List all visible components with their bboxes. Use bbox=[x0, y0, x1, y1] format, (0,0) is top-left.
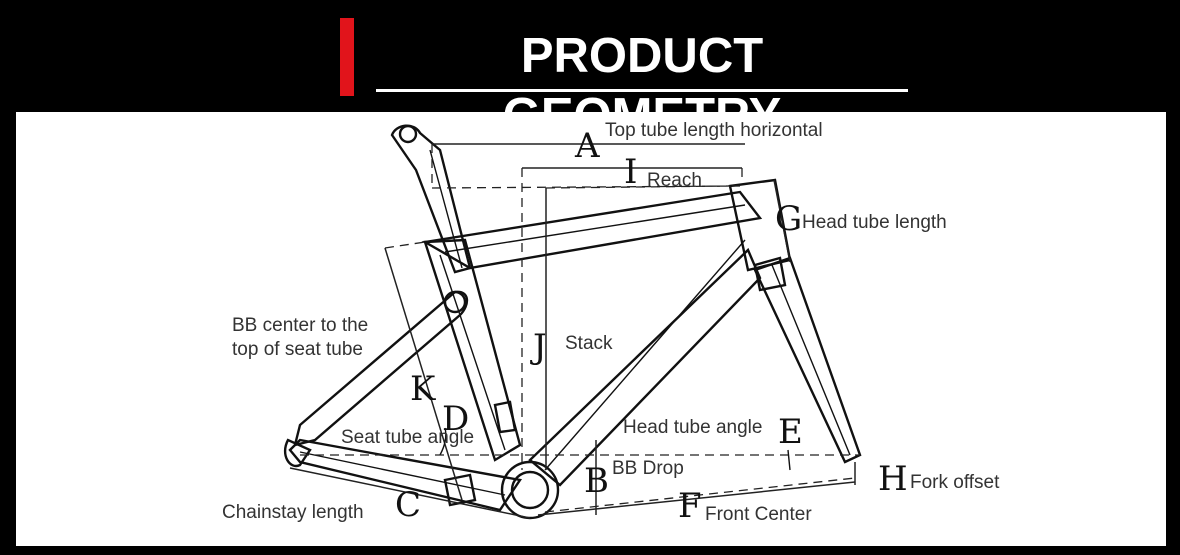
letter-d: D bbox=[442, 399, 469, 439]
letter-j: J bbox=[530, 327, 547, 367]
label-head-tube-angle: Head tube angle bbox=[623, 417, 762, 438]
letter-a: A bbox=[574, 126, 600, 166]
label-seat-tube-angle: Seat tube angle bbox=[341, 427, 474, 448]
label-chainstay: Chainstay length bbox=[222, 502, 364, 523]
letter-g: G bbox=[775, 199, 802, 239]
label-bb-center-line2: top of seat tube bbox=[232, 339, 363, 360]
title-underline bbox=[376, 89, 908, 92]
label-top-tube: Top tube length horizontal bbox=[605, 120, 823, 141]
label-reach: Reach bbox=[647, 170, 702, 191]
letter-f: F bbox=[678, 486, 702, 526]
label-fork-offset: Fork offset bbox=[910, 472, 1000, 493]
label-bb-drop: BB Drop bbox=[612, 458, 684, 479]
label-stack: Stack bbox=[565, 333, 613, 354]
letter-c: C bbox=[395, 485, 421, 525]
letter-k: K bbox=[410, 369, 436, 409]
diagram-panel bbox=[16, 112, 1166, 546]
letter-b: B bbox=[584, 461, 609, 501]
label-bb-center-line1: BB center to the bbox=[232, 315, 368, 336]
bike-frame bbox=[283, 124, 862, 520]
label-head-tube-length: Head tube length bbox=[802, 212, 947, 233]
accent-bar bbox=[340, 18, 354, 96]
label-front-center: Front Center bbox=[705, 504, 812, 525]
dimension-lines bbox=[289, 143, 860, 519]
letter-i: I bbox=[624, 152, 637, 192]
letter-e: E bbox=[778, 412, 803, 452]
letter-h: H bbox=[878, 459, 908, 499]
